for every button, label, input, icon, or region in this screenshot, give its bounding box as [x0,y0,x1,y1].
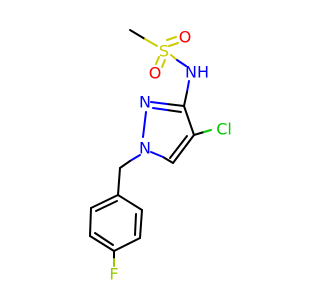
bond-nh-c3-b [183,91,188,107]
bond-methyl-sulfur-2 [144,38,158,47]
bond-sulfur-nh-b [176,59,187,67]
chlorine-label: Cl [216,120,232,139]
bond-c3-n2-inner-a [166,109,182,113]
bond-sulfur-o1-b [168,42,179,47]
oxygen-label-2: O [149,64,162,83]
sulfur-label: S [159,42,169,61]
bond-n1-ch2-b [119,160,131,169]
bond-sulfur-o2-a [155,56,160,65]
bond-sulfur-o1-a [166,36,177,41]
pyrazole-n2-label: N [139,93,151,112]
bond-ring-5 [89,207,92,237]
bond-ring-3 [113,237,141,252]
atom-labels: O O S NH N N Cl F [109,28,231,284]
bond-ring-inner-2 [94,232,114,246]
bond-ring-1 [117,194,143,211]
bond-n1-ch2-a [129,154,141,162]
bond-sulfur-nh-a [170,54,178,61]
bond-ring-2 [139,209,143,239]
bond-ring-inner-3 [95,200,118,212]
bond-ring-inner-1 [134,213,137,236]
bond-nh-c3-a [186,80,190,93]
bond-c3-c4 [183,105,195,136]
bond-c4-c5-inner [169,135,188,159]
nh-label: NH [185,63,209,82]
bond-ch2-ring [117,167,121,196]
structure-drawing: O O S NH N N Cl F [89,28,232,284]
bond-c4-cl-a [193,131,205,136]
bond-methyl-sulfur [129,29,146,40]
fluorine-label: F [109,265,118,284]
bond-ring-4 [89,235,115,252]
bond-c3-n2-a [166,103,185,107]
bond-c4-c5 [172,134,195,164]
bonds [89,29,212,267]
oxygen-label-1: O [179,28,192,47]
bond-c5-n1-a [162,156,174,164]
bond-n2-n1 [142,111,147,138]
bond-ring-6 [90,194,119,209]
bond-c5-n1-b [150,151,164,158]
bond-c3-n2-b [150,101,168,105]
bond-c4-cl-b [203,129,212,133]
pyrazole-n1-label: N [139,139,151,158]
molecule-diagram: O O S NH N N Cl F [89,28,232,284]
bond-c3-n2-inner-b [152,107,168,111]
bond-sulfur-o2-b [161,59,166,68]
